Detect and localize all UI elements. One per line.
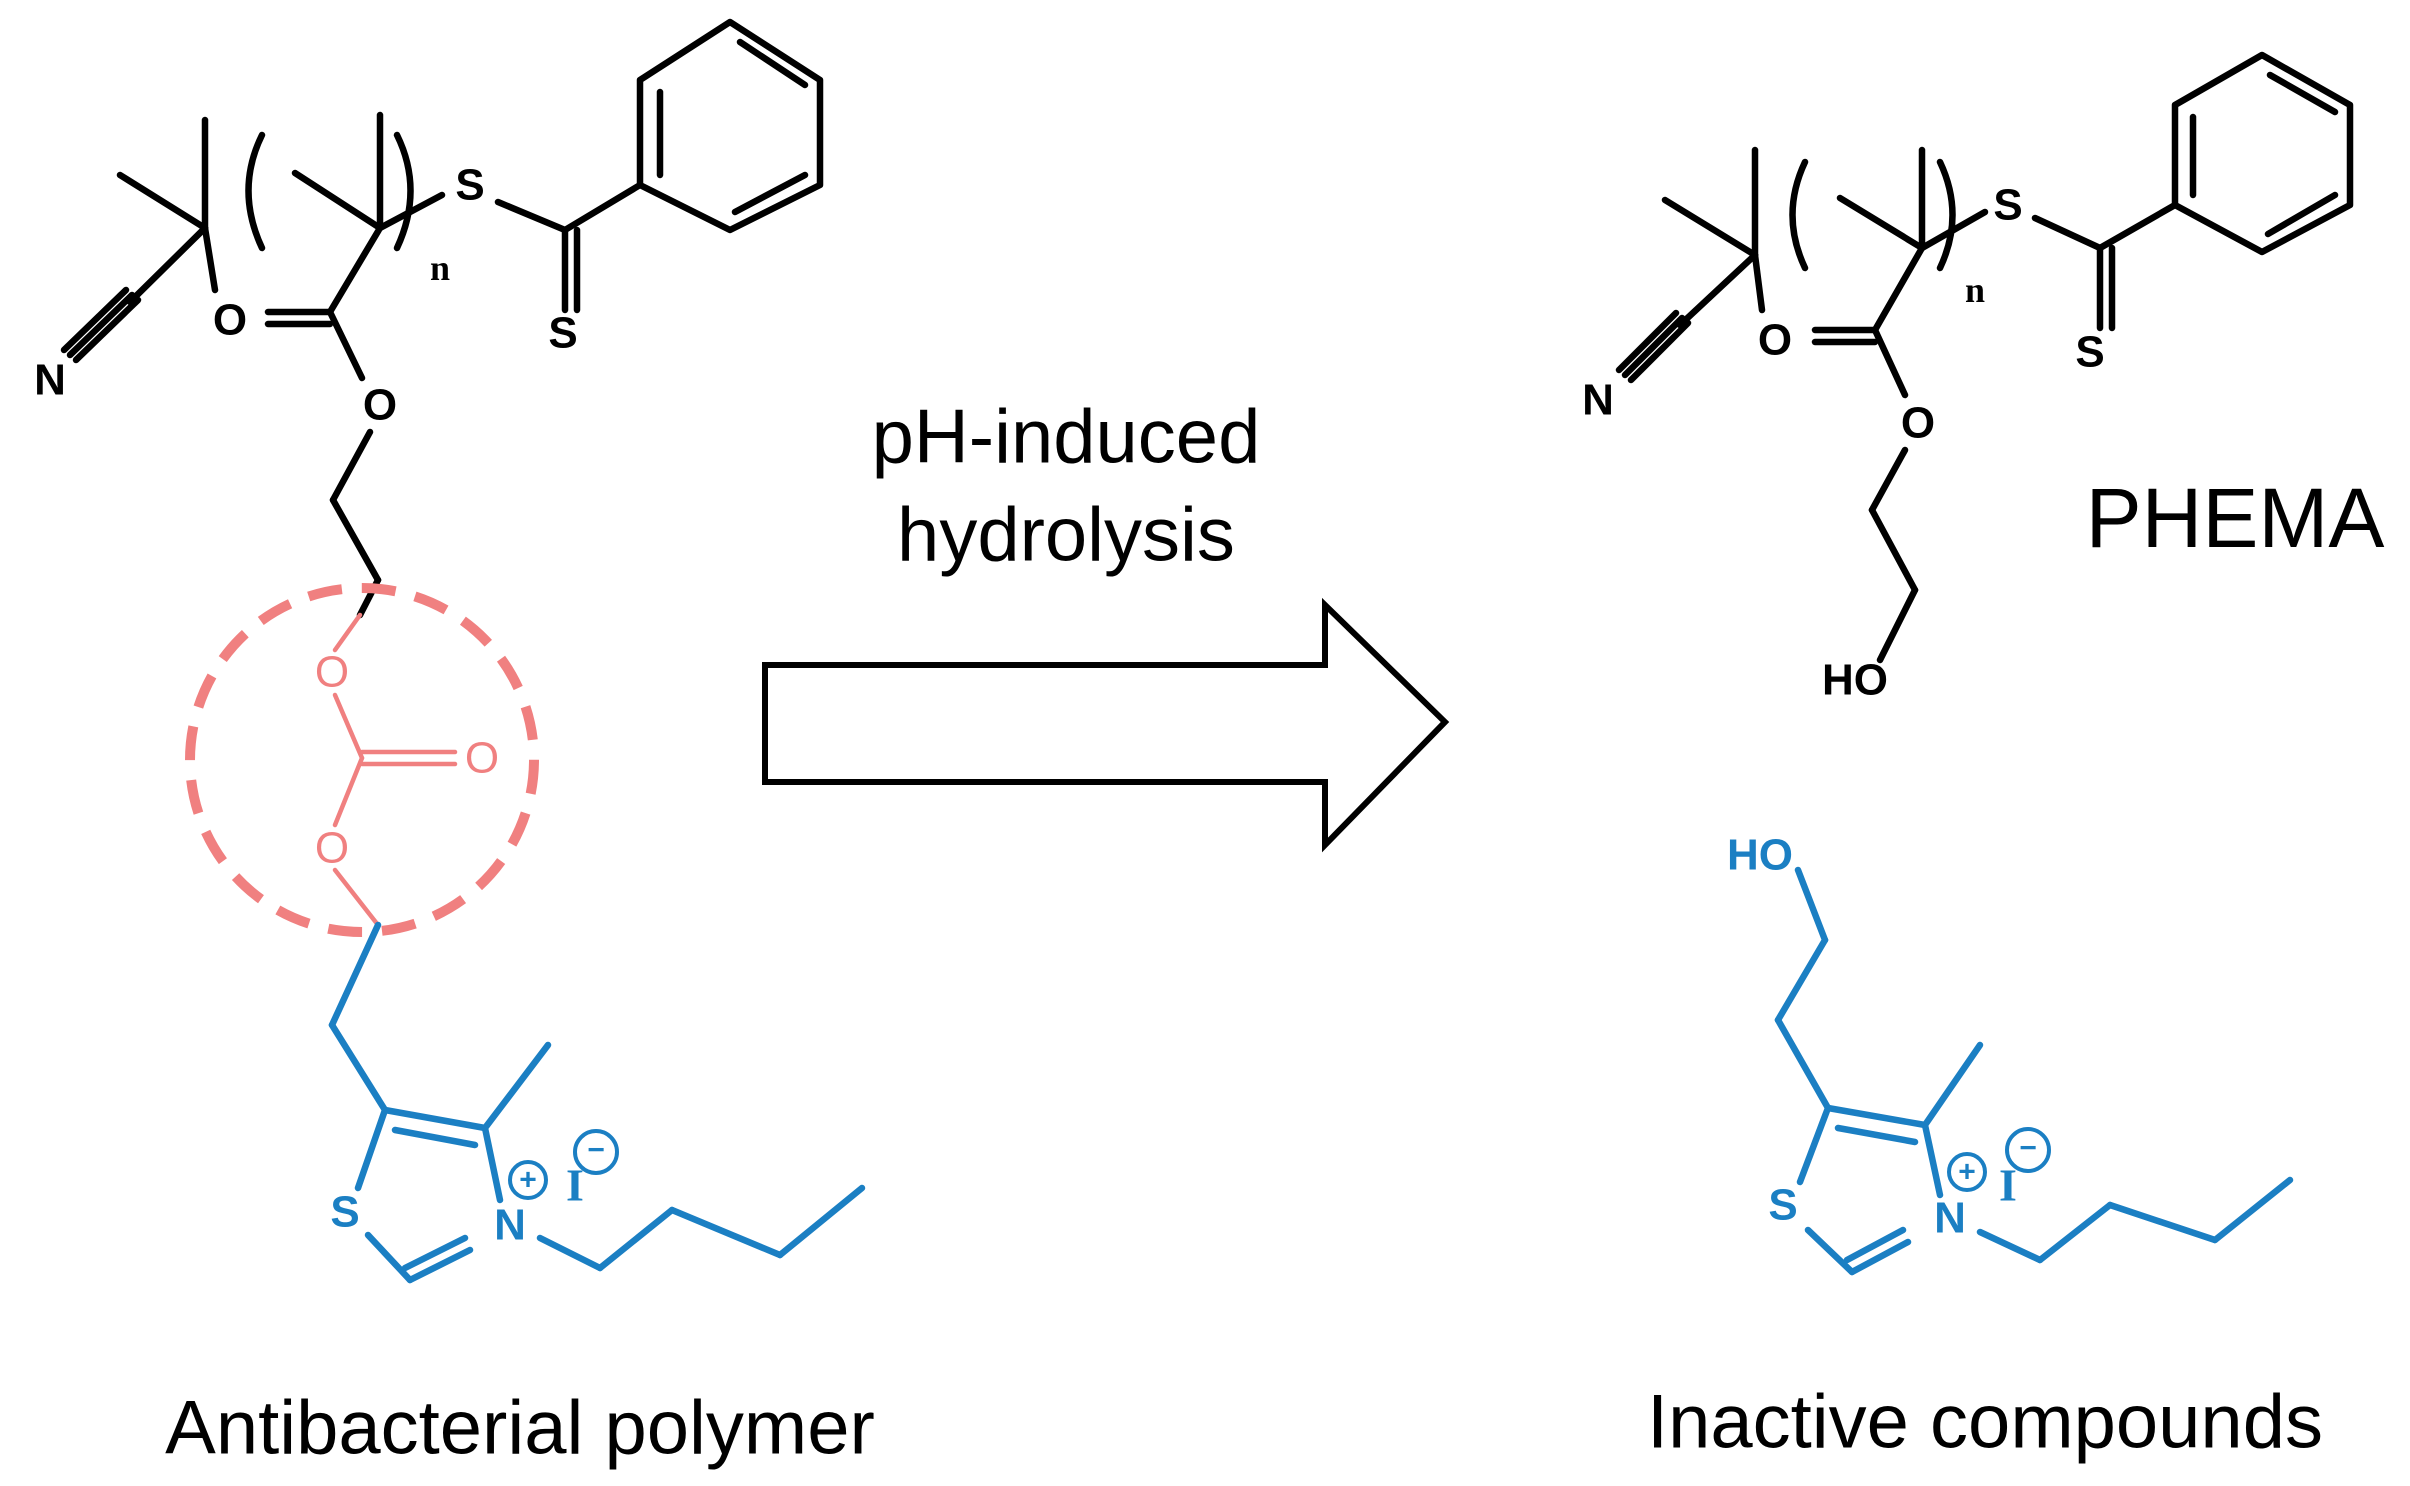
ester-o-label: O <box>363 381 397 430</box>
thioester-s-label: S <box>455 161 484 210</box>
released-thiazolium-structure: HO S N + I − <box>1727 831 2294 1276</box>
minus-charge-label: − <box>587 1134 605 1167</box>
released-minus-charge-label: − <box>2019 1132 2037 1165</box>
plus-charge-label: + <box>519 1164 537 1197</box>
thione-s-label: S <box>548 309 577 358</box>
carbonate-o1-label: O <box>315 648 349 697</box>
phema-carbonyl-o-label: O <box>1758 316 1792 365</box>
phema-phenyl-ring <box>2171 51 2354 256</box>
phema-bracket-open <box>1789 158 1809 272</box>
released-s-label: S <box>1768 1181 1797 1230</box>
nitrile-n-label: N <box>34 356 66 405</box>
thiazolium-moiety: S N + I − <box>328 921 866 1284</box>
released-plus-charge-label: + <box>1958 1156 1976 1189</box>
released-minus-charge-icon <box>2005 1127 2051 1173</box>
antibacterial-polymer-structure: N S S O O n O O O <box>34 18 866 1284</box>
released-hydroxyl-label: HO <box>1727 831 1793 880</box>
released-plus-charge-icon <box>1947 1152 1987 1192</box>
phema-thioester-s-label: S <box>1993 181 2022 230</box>
repeat-subscript: n <box>430 248 450 288</box>
carbonate-highlight-circle <box>185 583 539 937</box>
repeat-bracket-close <box>393 131 414 252</box>
polymer-backbone <box>60 111 644 619</box>
arrow-label-line1: pH-induced <box>872 395 1261 480</box>
phema-bracket-close <box>1936 158 1956 272</box>
iodide-label: I <box>566 1160 584 1211</box>
carbonyl-o-label: O <box>213 296 247 345</box>
plus-charge-icon <box>508 1160 548 1200</box>
thiazolium-s-label: S <box>330 1188 359 1237</box>
phenyl-ring <box>636 18 824 234</box>
released-iodide-label: I <box>1999 1160 2017 1211</box>
carbonate-group: O O O <box>315 612 499 928</box>
phema-ester-o-label: O <box>1901 399 1935 448</box>
phema-thione-s-label: S <box>2075 328 2104 377</box>
phema-nitrile-n-label: N <box>1582 376 1614 425</box>
hollow-arrow-icon <box>762 597 1450 853</box>
carbonate-o-carbonyl-label: O <box>465 734 499 783</box>
released-n-label: N <box>1934 1194 1966 1243</box>
arrow-label-line2: hydrolysis <box>897 493 1235 578</box>
phema-repeat-subscript: n <box>1965 270 1985 310</box>
phema-backbone <box>1615 146 2179 664</box>
phema-hydroxyl-label: HO <box>1822 656 1888 705</box>
minus-charge-icon <box>573 1129 619 1175</box>
repeat-bracket-open <box>245 131 266 252</box>
left-caption: Antibacterial polymer <box>165 1386 875 1471</box>
phema-label: PHEMA <box>2086 471 2385 565</box>
thiazolium-n-label: N <box>494 1201 526 1250</box>
carbonate-o2-label: O <box>315 824 349 873</box>
reaction-arrow: pH-induced hydrolysis <box>762 395 1450 853</box>
right-caption: Inactive compounds <box>1647 1380 2323 1465</box>
phema-structure: N S S O O n HO PHEMA <box>1582 51 2385 705</box>
